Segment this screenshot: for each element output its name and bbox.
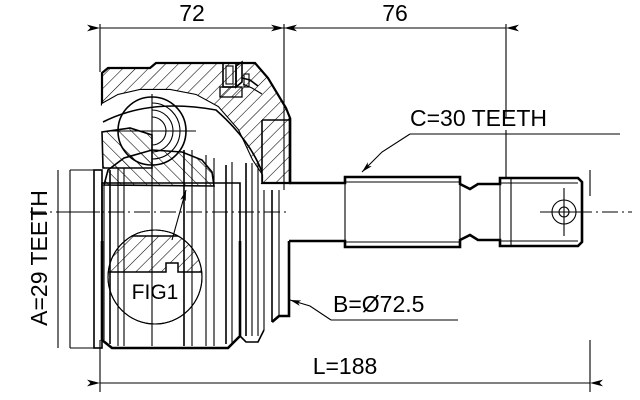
fig1-leader-line (171, 189, 187, 241)
annotation-a-29-teeth: A=29 TEETH (26, 170, 100, 348)
spline-face-line (345, 181, 460, 243)
joint-housing (100, 61, 292, 350)
dimension-76-label: 76 (382, 0, 408, 26)
dimension-72-label: 72 (179, 0, 205, 26)
spline-shoulder (70, 169, 103, 349)
a-29-teeth-label: A=29 TEETH (26, 190, 52, 326)
dimension-total-length: L=188 (87, 353, 603, 387)
cage-arc (102, 105, 263, 173)
fig1-spline-section (108, 235, 202, 273)
c-30-teeth-label: C=30 TEETH (410, 105, 547, 131)
fig1-label: FIG1 (132, 281, 179, 304)
seal-ring-stack (245, 163, 280, 336)
stub-face-line (500, 182, 578, 242)
shaft-body (289, 177, 582, 247)
c-30-leader (361, 133, 411, 173)
stub-end-hole (540, 188, 592, 236)
seal-ring-bottom-cap (239, 329, 265, 343)
b-diameter-label: B=Ø72.5 (333, 291, 424, 317)
b-diameter-leader (289, 299, 332, 321)
dimension-76: 76 (271, 0, 519, 32)
annotation-b-diameter: B=Ø72.5 (289, 291, 458, 321)
total-length-label: L=188 (313, 353, 378, 379)
fig1-detail-callout: FIG1 (107, 189, 203, 325)
boot-clamp-buckle (219, 60, 263, 98)
annotation-c-30-teeth: C=30 TEETH (361, 105, 620, 173)
dimension-72: 72 (87, 0, 297, 32)
boot-to-shaft-transition (271, 241, 291, 323)
